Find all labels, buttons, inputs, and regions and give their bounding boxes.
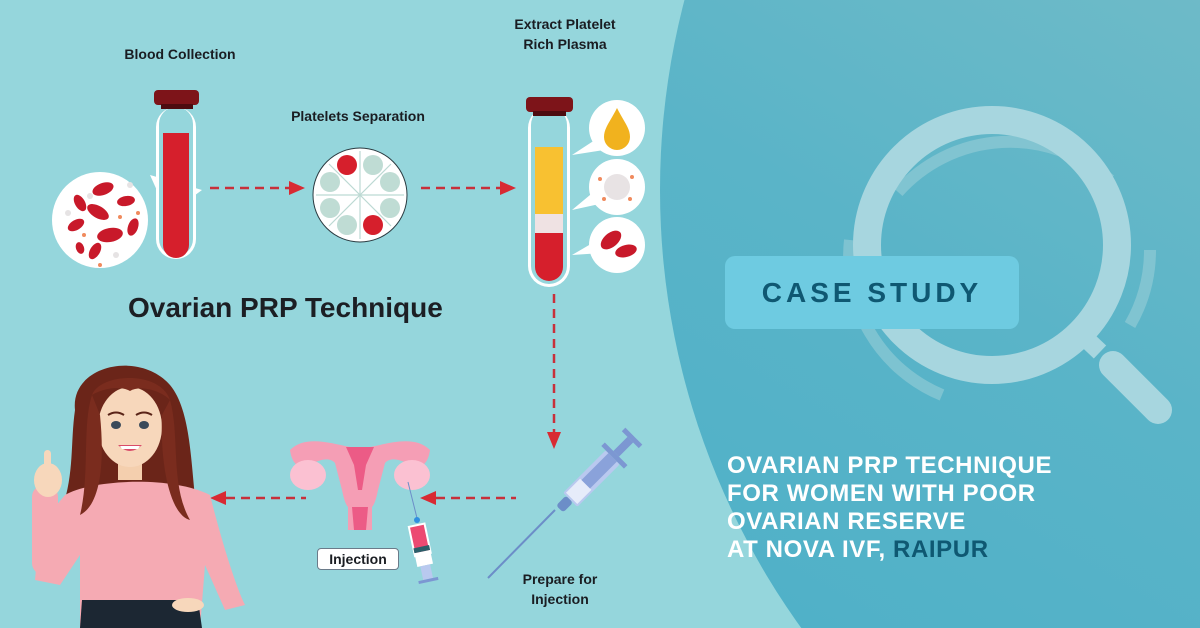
test-tube-icon <box>526 97 573 287</box>
test-tube-icon <box>154 90 199 259</box>
prp-tube-illustration <box>526 97 645 287</box>
injection-syringe-icon <box>407 481 439 585</box>
case-study-label: CASE STUDY <box>761 276 983 308</box>
red-blood-cell-icon <box>589 217 645 273</box>
syringe-icon <box>487 427 643 579</box>
case-study-headline: OVARIAN PRP TECHNIQUE FOR WOMEN WITH POO… <box>727 452 1052 564</box>
plasma-drop-icon <box>589 100 645 156</box>
headline-location: RAIPUR <box>893 536 989 563</box>
extract-prp-label-line1: Extract Platelet <box>514 16 616 32</box>
blood-collection-illustration <box>52 90 202 268</box>
headline-line-2: FOR WOMEN WITH POOR <box>727 480 1036 507</box>
prepare-injection-label-line2: Injection <box>531 591 589 607</box>
headline-line-4: AT NOVA IVF, RAIPUR <box>727 536 1052 564</box>
uterus-icon <box>290 441 430 530</box>
platelet-icon <box>589 159 645 215</box>
woman-illustration <box>32 365 245 628</box>
headline-line-1: OVARIAN PRP TECHNIQUE <box>727 452 1053 479</box>
arrow-down-icon <box>547 294 561 449</box>
injection-label: Injection <box>317 548 399 570</box>
arrow-left-icon <box>420 491 516 505</box>
arrow-right-icon <box>210 181 305 195</box>
headline-line-3: OVARIAN RESERVE <box>727 508 966 535</box>
platelets-separation-label: Platelets Separation <box>291 108 425 124</box>
prepare-injection-label-line1: Prepare for <box>522 571 598 587</box>
arrow-right-icon <box>421 181 516 195</box>
extract-prp-label-line2: Rich Plasma <box>523 36 607 52</box>
magnifier-icon <box>843 106 1172 424</box>
extract-prp-label: Extract Platelet Rich Plasma <box>500 14 630 54</box>
centrifuge-icon <box>312 147 408 243</box>
headline-prefix: AT NOVA IVF, <box>727 536 894 563</box>
prepare-injection-label: Prepare for Injection <box>505 569 615 609</box>
arrow-left-icon <box>210 491 306 505</box>
case-study-badge: CASE STUDY <box>725 256 1019 329</box>
blood-collection-label: Blood Collection <box>124 46 236 62</box>
page-title: Ovarian PRP Technique <box>128 292 443 323</box>
